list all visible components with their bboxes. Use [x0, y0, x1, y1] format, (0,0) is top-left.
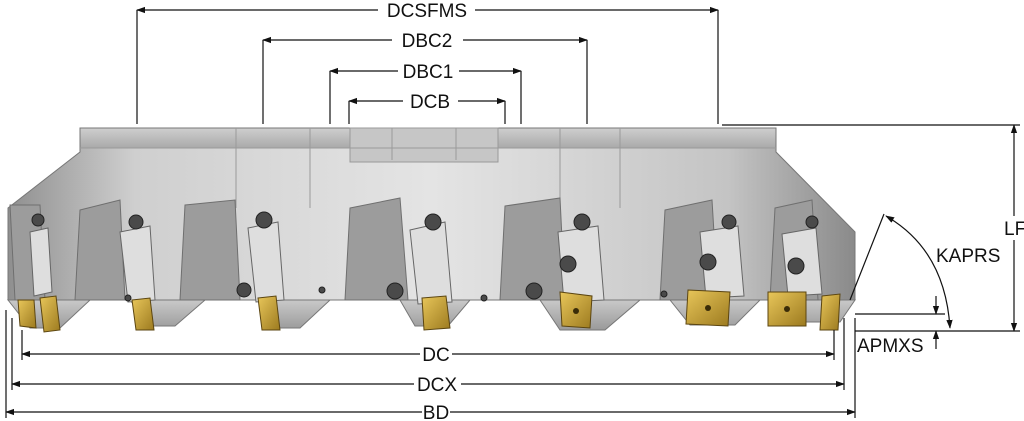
label-dc: DC	[422, 345, 449, 366]
cutter-body	[6, 127, 856, 333]
dimension-labels: DCSFMS DBC2 DBC1 DCB LF KAPRS APMXS DC D…	[387, 1, 1024, 421]
label-kaprs: KAPRS	[936, 246, 1000, 267]
label-dcsfms: DCSFMS	[387, 1, 467, 22]
label-dcb: DCB	[410, 92, 450, 113]
dimension-lines	[5, 10, 1020, 418]
label-dbc1: DBC1	[403, 62, 454, 83]
dimension-arrows	[5, 6, 1018, 416]
label-apmxs: APMXS	[857, 336, 924, 357]
label-dbc2: DBC2	[402, 31, 453, 52]
cutter-screws	[31, 211, 819, 302]
cutter-insert-centers	[573, 305, 790, 314]
cutter-face-lines	[80, 128, 776, 208]
cutter-pockets	[9, 197, 819, 301]
cutter-inserts	[17, 289, 841, 333]
kaprs-angle-arc	[885, 215, 953, 329]
cutter-key-slot	[349, 127, 499, 163]
label-lf: LF	[1004, 219, 1024, 240]
label-bd: BD	[423, 403, 449, 421]
cutter-clamp-wedges	[29, 221, 823, 305]
label-dcx: DCX	[417, 375, 457, 396]
